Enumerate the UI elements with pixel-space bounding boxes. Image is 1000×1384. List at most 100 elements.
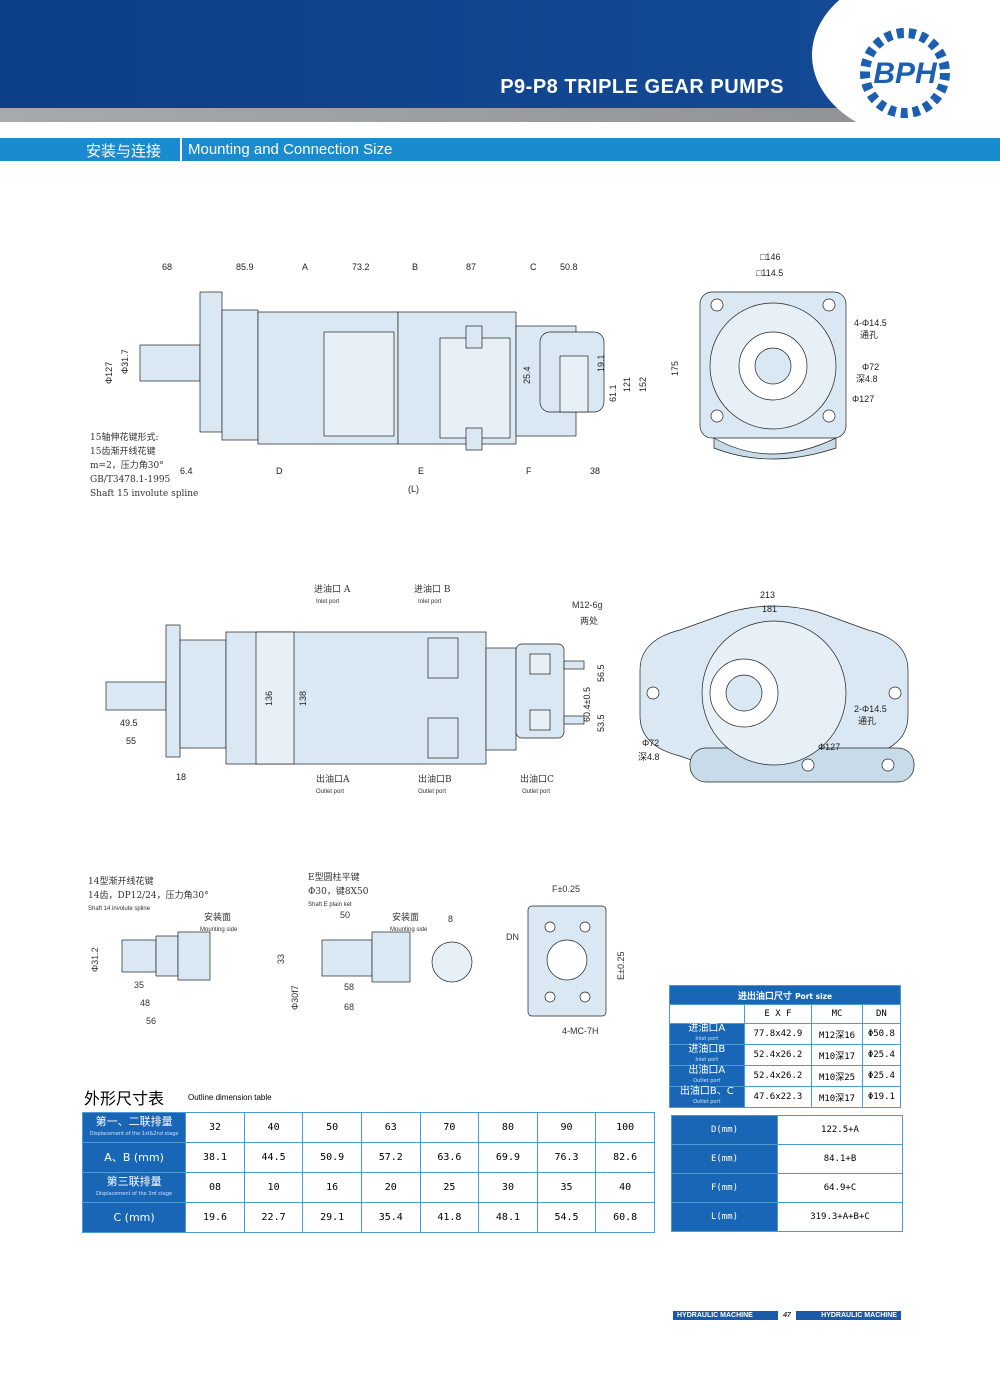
dim-phi-127: Φ127 — [104, 362, 114, 384]
label-outlet-a-en: Outlet port — [316, 789, 344, 795]
dim-175: 175 — [670, 361, 680, 376]
pump-side-view-1 — [139, 291, 605, 451]
label-outlet-c-cn: 出油口C — [520, 773, 554, 785]
label-through-hole-1: 通孔 — [860, 330, 878, 340]
shaft14-mounting-side-cn: 安装面 — [204, 911, 231, 923]
shaft14-spec-cn: 14齿，DP12/24，压力角30° — [88, 889, 209, 901]
port-flange-view — [527, 905, 607, 1017]
shaft-note-2: 15齿渐开线花键 — [90, 445, 155, 457]
dim-depth-4-8-b: 深4.8 — [638, 752, 660, 762]
dim-68: 68 — [162, 262, 172, 272]
header-gray-stripe — [0, 108, 1000, 122]
label-inlet-a-cn: 进油口 A — [314, 583, 351, 595]
dim-phi-31-7: Φ31.7 — [120, 349, 130, 374]
label-inlet-b-en: Inlet port — [418, 599, 442, 605]
dim-depth-4-8-a: 深4.8 — [856, 374, 878, 384]
page-number: 47 — [778, 1311, 796, 1320]
dim-152: 152 — [638, 377, 648, 392]
shaft14-title-en: Shaft 14 involute spline — [88, 906, 151, 912]
dim-f: F — [526, 466, 532, 476]
label-thread-m12: M12-6g — [572, 600, 603, 610]
dim-35: 35 — [134, 980, 144, 990]
port-col-dn: DN — [861, 1004, 902, 1024]
dim-2-phi-14-5: 2-Φ14.5 — [854, 704, 887, 714]
dim-58: 58 — [344, 982, 354, 992]
length-formula-table: D(mm)122.5+A E(mm)84.1+B F(mm)64.9+C L(m… — [671, 1115, 903, 1232]
port-col-mc: MC — [811, 1004, 863, 1024]
dim-e: E — [418, 466, 424, 476]
dim-e-tol: E±0.25 — [616, 952, 626, 980]
dim-phi-72-a: Φ72 — [862, 362, 879, 372]
dim-phi-127-b: Φ127 — [852, 394, 874, 404]
dim-85-9: 85.9 — [236, 262, 254, 272]
dim-sq-114-5: □114.5 — [756, 268, 783, 278]
dim-l: (L) — [408, 484, 419, 494]
dim-68-b: 68 — [344, 1002, 354, 1012]
dim-f-tol: F±0.25 — [552, 884, 580, 894]
logo-text: BPH — [873, 57, 938, 90]
label-outlet-b-cn: 出油口B — [418, 773, 452, 785]
dim-phi-72-b: Φ72 — [642, 738, 659, 748]
dim-55: 55 — [126, 736, 136, 746]
shaft-note-4: GB/T3478.1-1995 — [90, 475, 171, 485]
section-title-cn: 安装与连接 — [86, 142, 162, 160]
dim-138: 138 — [298, 691, 308, 706]
pump-top-view-2 — [105, 624, 585, 765]
dim-50-8: 50.8 — [560, 262, 578, 272]
shaft-14-view — [121, 931, 211, 981]
shaft14-mounting-side-en: Mounting side — [200, 927, 238, 933]
formula-row-e: E(mm)84.1+B — [671, 1144, 903, 1174]
dim-8: 8 — [448, 914, 453, 924]
dim-19-1: 19.1 — [596, 354, 606, 372]
shafte-title-en: Shaft E plain ket — [308, 902, 352, 908]
dim-49-5: 49.5 — [120, 718, 138, 728]
flange-view-1 — [699, 291, 847, 460]
footer-bar: HYDRAULIC MACHINE 47 HYDRAULIC MACHINE — [673, 1311, 901, 1320]
dim-60-4: 60.4±0.5 — [582, 687, 592, 722]
label-through-hole-2: 通孔 — [858, 716, 876, 726]
dim-56: 56 — [146, 1016, 156, 1026]
dim-phi-127-c: Φ127 — [818, 742, 840, 752]
label-dn: DN — [506, 932, 519, 942]
footer-right: HYDRAULIC MACHINE — [821, 1312, 897, 1319]
dim-6-4: 6.4 — [180, 466, 193, 476]
shaft-note-1: 15轴伸花键形式: — [90, 431, 159, 443]
dim-56-5: 56.5 — [596, 664, 606, 682]
dim-33: 33 — [276, 954, 286, 964]
dim-25-4: 25.4 — [522, 366, 532, 384]
label-4-mc-7h: 4-MC-7H — [562, 1026, 599, 1036]
section-bar — [0, 138, 1000, 161]
label-outlet-c-en: Outlet port — [522, 789, 550, 795]
dim-c: C — [530, 262, 537, 272]
port-col-exf: E X F — [743, 1004, 813, 1024]
dim-38: 38 — [590, 466, 600, 476]
dim-213: 213 — [760, 590, 775, 600]
dim-4-phi-14-5: 4-Φ14.5 — [854, 318, 887, 328]
dim-73-2: 73.2 — [352, 262, 370, 272]
dim-121: 121 — [622, 377, 632, 392]
formula-row-f: F(mm)64.9+C — [671, 1173, 903, 1203]
dim-18: 18 — [176, 772, 186, 782]
technical-drawing: 68 85.9 A 73.2 B 87 C 50.8 6.4 D E F 38 … — [88, 252, 915, 1036]
dim-phi-31-2: Φ31.2 — [90, 947, 100, 972]
dim-53-5: 53.5 — [596, 714, 606, 732]
label-inlet-a-en: Inlet port — [316, 599, 340, 605]
shafte-mounting-side-cn: 安装面 — [392, 911, 419, 923]
shafte-title-cn: E型圆柱平键 — [308, 871, 360, 883]
dim-b: B — [412, 262, 418, 272]
dim-61-1: 61.1 — [608, 384, 618, 402]
dim-136: 136 — [264, 691, 274, 706]
dim-181: 181 — [762, 604, 777, 614]
dim-50: 50 — [340, 910, 350, 920]
section-title-en: Mounting and Connection Size — [188, 141, 393, 158]
shaft-e-view — [321, 931, 473, 983]
label-inlet-b-cn: 进油口 B — [414, 583, 451, 595]
shafte-mounting-side-en: Mounting side — [390, 927, 428, 933]
